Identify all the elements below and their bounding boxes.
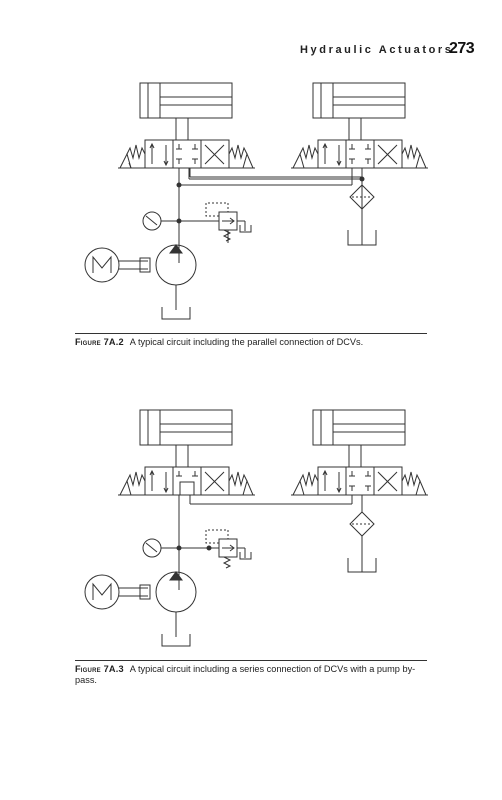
figure-7a2-caption: Figure 7A.2 A typical circuit including t… (75, 337, 427, 348)
dcv-left (118, 467, 255, 495)
figure-7a3-diagram (0, 402, 502, 660)
cylinder-right (313, 410, 405, 467)
filter-and-tank (348, 512, 376, 572)
figure-7a2-caption-text: A typical circuit including the parallel… (129, 337, 364, 347)
page-number: 273 (449, 40, 475, 57)
relief-valve (179, 203, 251, 243)
cylinder-right (313, 83, 405, 140)
piping-series (179, 495, 362, 590)
figure-7a2-rule (75, 333, 427, 334)
figure-7a2-label: Figure 7A.2 (75, 337, 124, 347)
piping-parallel (177, 168, 364, 263)
pressure-gauge (143, 539, 181, 557)
figure-7a3-caption-text: A typical circuit including a series con… (75, 664, 416, 685)
running-head: Hydraulic Actuators (300, 44, 454, 56)
figure-7a3-rule (75, 660, 427, 661)
pressure-gauge (143, 212, 181, 230)
cylinder-left (140, 410, 232, 467)
dcv-left (118, 140, 255, 168)
dcv-right (291, 140, 428, 168)
figure-7a3-label: Figure 7A.3 (75, 664, 124, 674)
filter-and-tank (348, 185, 376, 245)
dcv-right (291, 467, 428, 495)
motor-pump (85, 572, 196, 646)
motor-pump (85, 245, 196, 319)
relief-valve (179, 530, 251, 568)
figure-7a2-diagram (0, 75, 502, 335)
cylinder-left (140, 83, 232, 140)
